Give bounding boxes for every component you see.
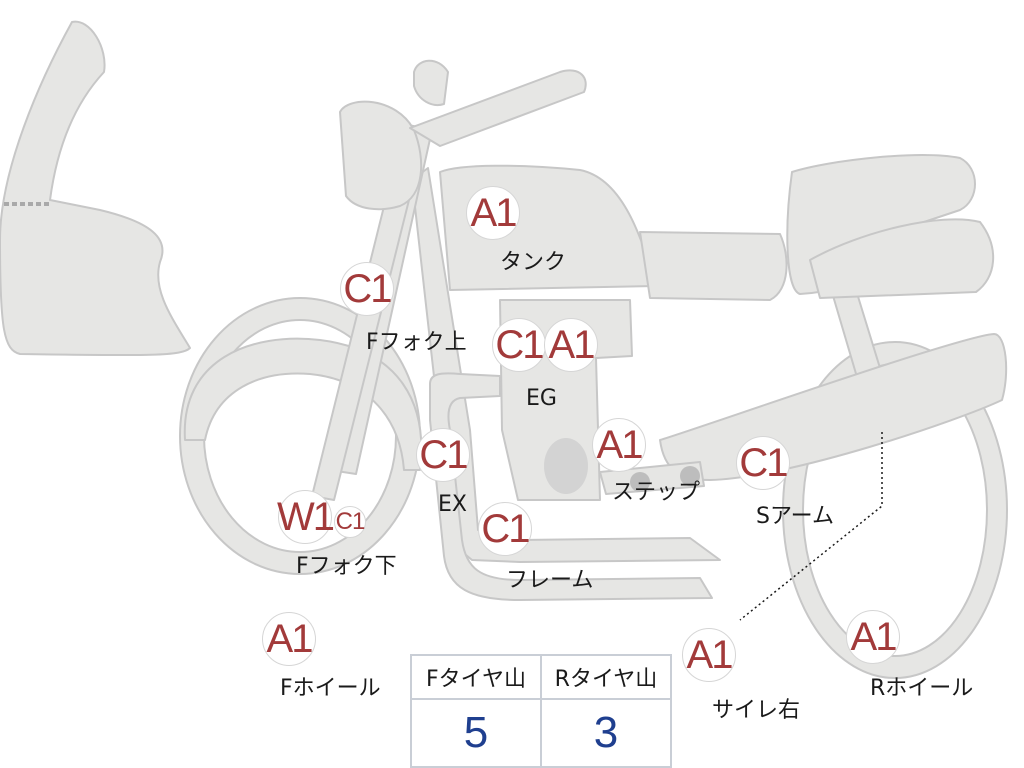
part-label-engine: EG: [526, 386, 557, 411]
grade-marker-engine-1: C1: [492, 318, 546, 372]
part-label-f-fork-lower: Fフォク下: [296, 554, 397, 579]
part-label-step: ステップ: [612, 480, 701, 505]
side-cover: [639, 231, 788, 301]
swingarm: [659, 333, 1008, 481]
grade-marker-tank: A1: [466, 186, 520, 240]
tread-header-rear: Rタイヤ山: [540, 654, 672, 700]
frame-lower-loop: [429, 372, 713, 601]
tread-value-front: 5: [410, 698, 542, 768]
part-label-f-fork-upper: Fフォク上: [366, 330, 467, 355]
grade-marker-f-fork-upper: C1: [340, 262, 394, 316]
headlight: [339, 100, 423, 211]
front-cowl: [0, 20, 191, 357]
tail-cowl: [809, 218, 994, 299]
grade-marker-r-wheel: A1: [846, 610, 900, 664]
grade-marker-engine-2: A1: [544, 318, 598, 372]
part-label-swingarm: Sアーム: [756, 504, 834, 529]
grade-marker-exhaust: C1: [416, 428, 470, 482]
tread-header-front: Fタイヤ山: [410, 654, 542, 700]
mirror: [413, 59, 449, 106]
grade-marker-step: A1: [592, 418, 646, 472]
grade-marker-f-wheel: A1: [262, 612, 316, 666]
part-label-exhaust: EX: [438, 492, 467, 517]
part-label-frame: フレーム: [506, 568, 594, 593]
part-label-r-wheel: Rホイール: [870, 676, 974, 701]
part-label-f-wheel: Fホイール: [280, 676, 381, 701]
grade-marker-muffler-right: A1: [682, 628, 736, 682]
tire-tread-table: Fタイヤ山 Rタイヤ山 5 3: [410, 654, 672, 768]
leader-line: [739, 432, 883, 621]
grade-marker-f-fork-lower-2: C1: [334, 506, 366, 538]
grade-marker-f-fork-lower-1: W1: [277, 490, 335, 544]
part-label-tank: タンク: [500, 250, 567, 275]
tread-value-rear: 3: [540, 698, 672, 768]
grade-marker-frame: C1: [478, 502, 532, 556]
handlebar: [409, 69, 587, 147]
grade-marker-swingarm: C1: [736, 436, 790, 490]
part-label-muffler-right: サイレ右: [712, 698, 801, 723]
